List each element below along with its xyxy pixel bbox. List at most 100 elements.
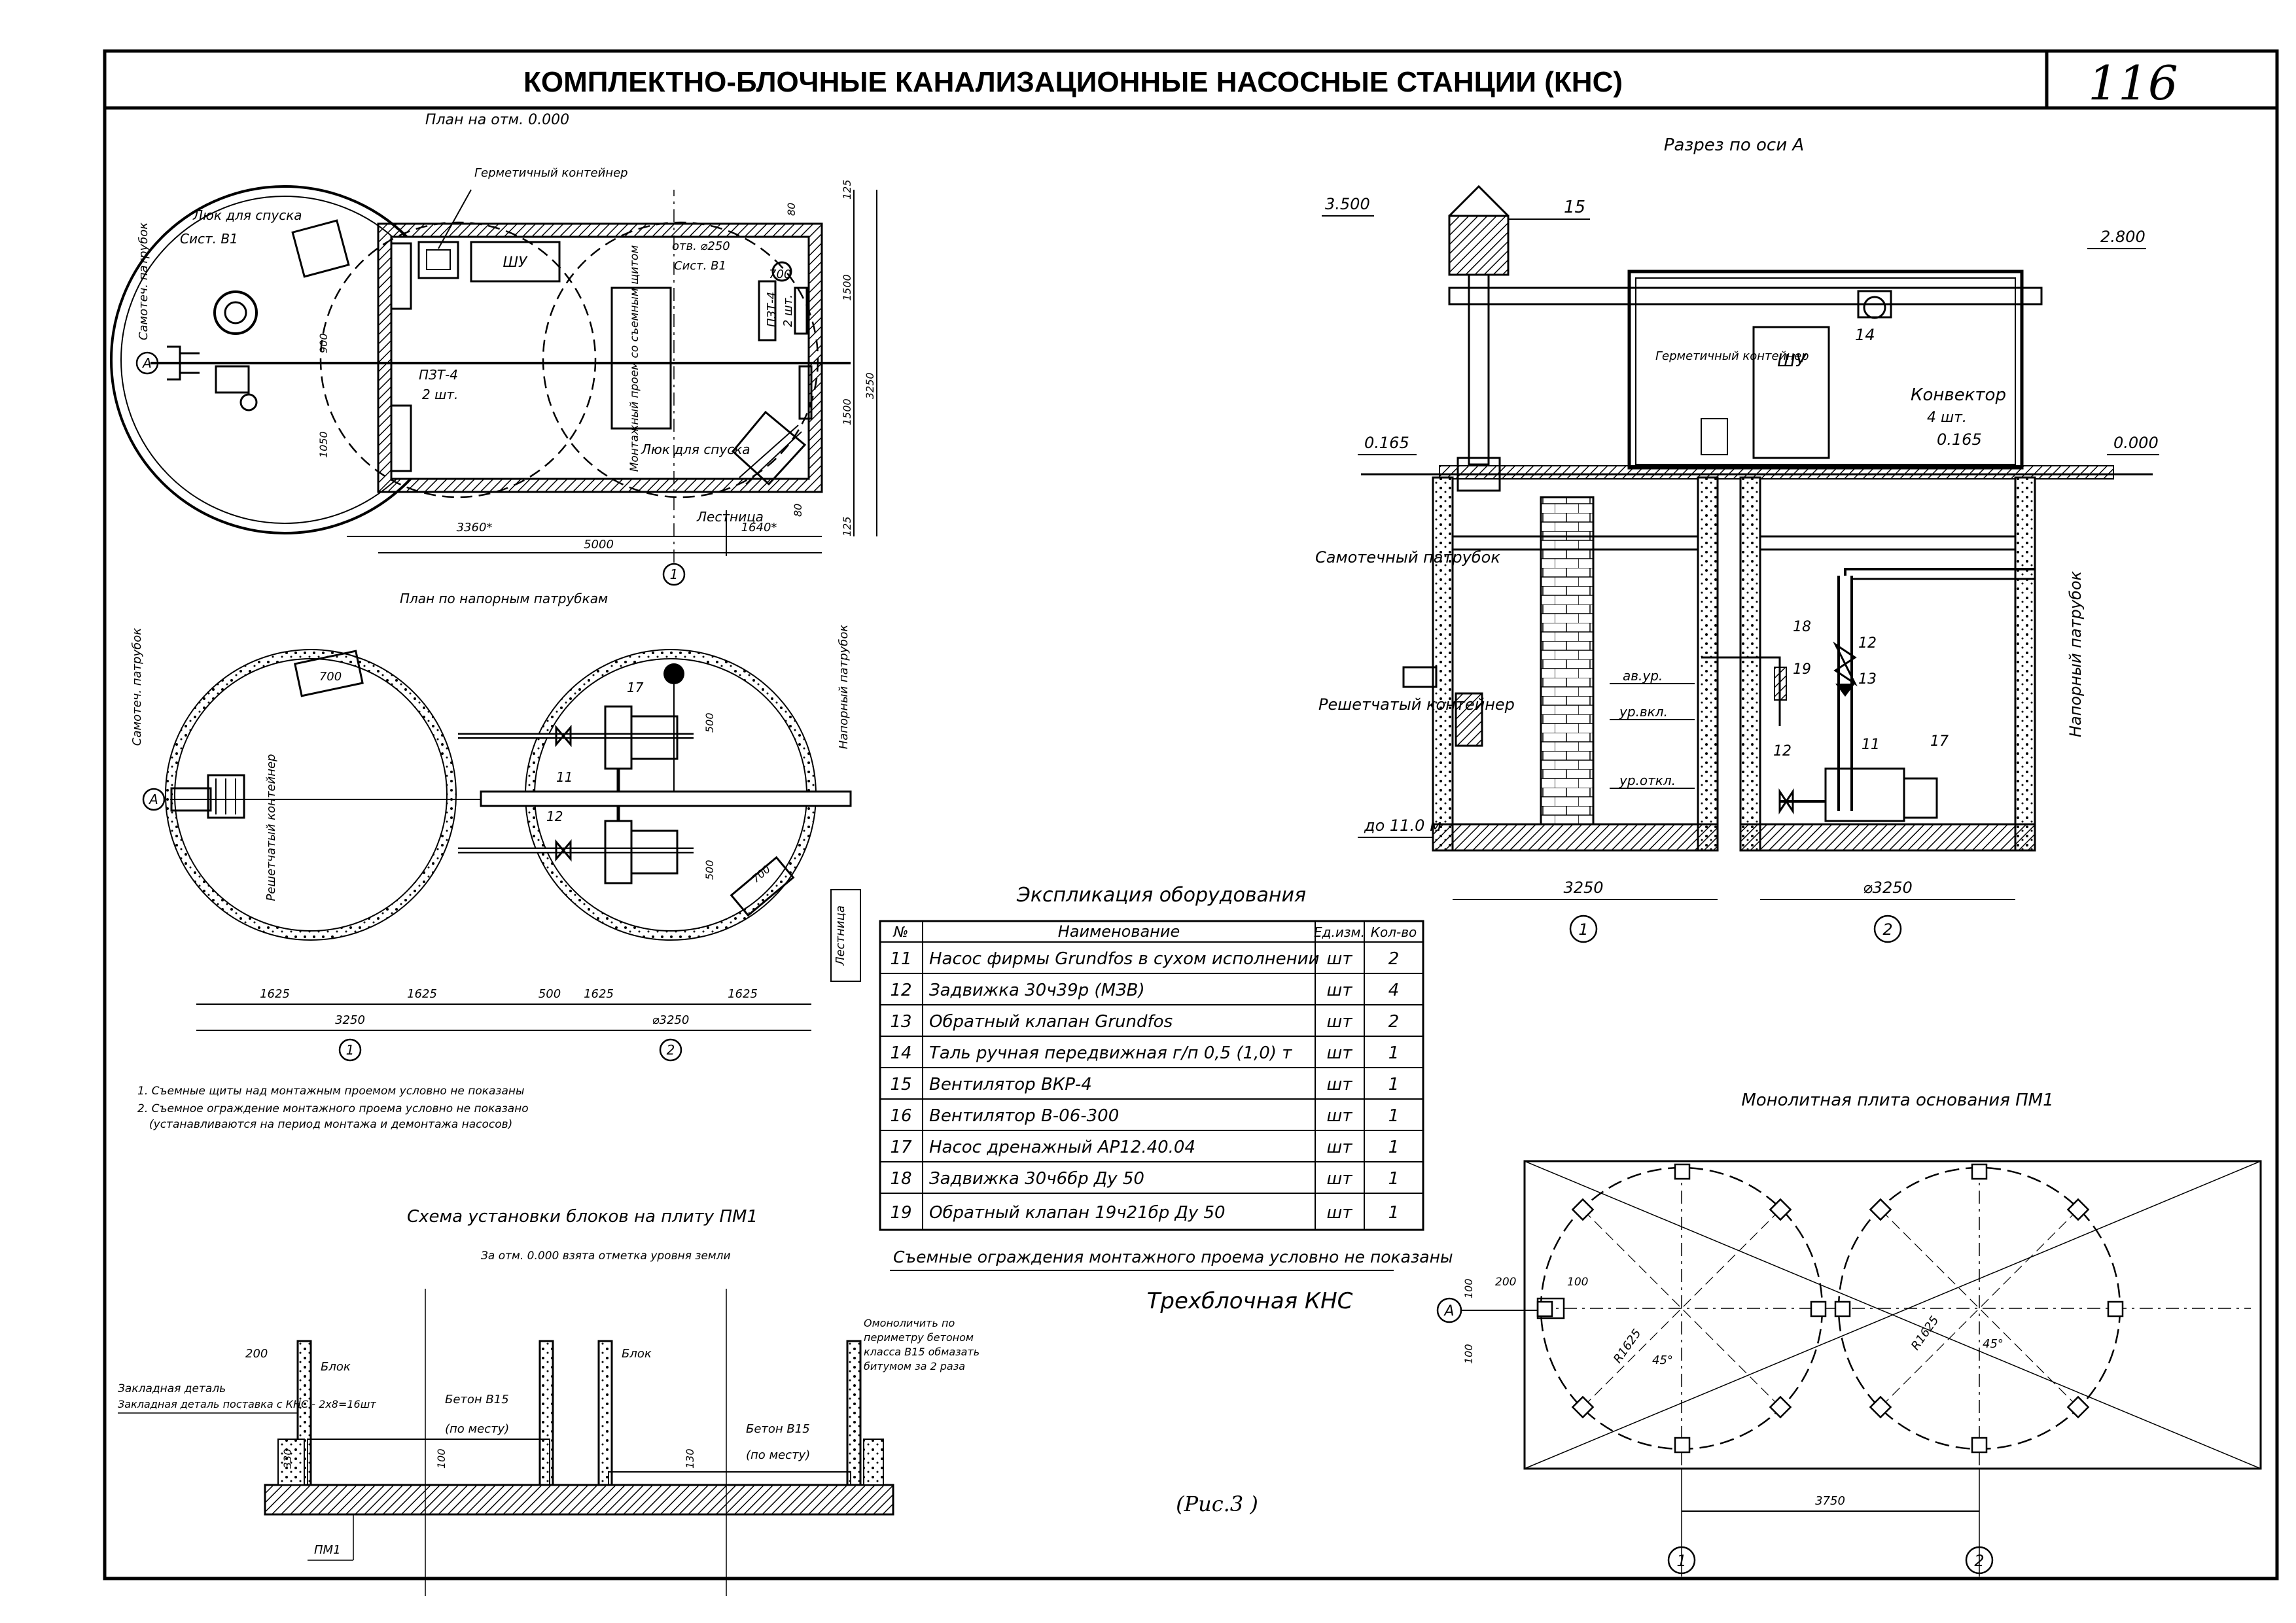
screen-label-pipes: Решетчатый контейнер <box>264 754 278 901</box>
row-no: 18 <box>890 1169 911 1189</box>
dim-700-top: 700 <box>769 268 791 281</box>
gravity-pipe-label-pipes: Самотеч. патрубок <box>130 628 144 746</box>
row-unit: шт <box>1327 1012 1353 1032</box>
waterproof-label-2: периметру бетоном <box>864 1331 974 1344</box>
elev-3500: 3.500 <box>1325 195 1370 213</box>
item-12-callout: 12 <box>546 809 563 824</box>
anchor-plates-1 <box>1536 1163 1827 1454</box>
axis-2-label-section: 2 <box>1882 920 1892 939</box>
off-level: ур.откл. <box>1619 773 1676 788</box>
block-2-wall-left <box>597 1340 613 1486</box>
beton-2-label: Бетон В15 <box>746 1422 810 1436</box>
shaft-2-section <box>1739 476 1761 852</box>
screen-container <box>207 774 245 819</box>
table-row: 14 Таль ручная передвижная г/п 0,5 (1,0)… <box>890 1043 1399 1063</box>
table-row: 15 Вентилятор ВКР-4 шт 1 <box>890 1075 1399 1094</box>
elev-0165-left: 0.165 <box>1364 434 1409 452</box>
axis-a-label: А <box>141 355 152 371</box>
dim-3250-section: 3250 <box>1563 879 1603 897</box>
control-cabinet-box <box>470 241 561 283</box>
sealed-container-box <box>417 241 459 279</box>
dim-100-base-b: 100 <box>1462 1278 1475 1299</box>
dim-1500-top: 1500 <box>841 274 853 301</box>
block-1-label: Блок <box>321 1360 351 1374</box>
gravity-pipe-label: Самотеч. патрубок <box>137 222 150 340</box>
item-11-section: 11 <box>1862 737 1880 753</box>
dim-1050: 1050 <box>317 431 330 458</box>
dim-125-bottom: 125 <box>841 516 853 536</box>
dim-100-base-c: 100 <box>1462 1344 1475 1364</box>
dim-700-left: 700 <box>319 670 342 684</box>
control-cabinet-label: ШУ <box>503 254 529 271</box>
embed-label: Закладная деталь поставка с КНС - 2х8=16… <box>118 1398 376 1410</box>
axis-1-label-base: 1 <box>1676 1552 1686 1570</box>
dim-100-scheme: 100 <box>435 1448 448 1469</box>
dim-1625-c: 1625 <box>584 987 614 1001</box>
dim-500-bottom: 500 <box>703 860 716 880</box>
dim-700-right: 700 <box>749 863 773 885</box>
plate-pm1 <box>264 1484 894 1516</box>
table-row: 18 Задвижка 30ч6бр Ду 50 шт 1 <box>890 1169 1399 1189</box>
container-label-section: Герметичный контейнер <box>1655 349 1809 363</box>
row-no: 12 <box>890 981 911 1000</box>
dim-3250-dia-section: ⌀3250 <box>1863 879 1913 897</box>
row-no: 11 <box>890 949 911 969</box>
row-unit: шт <box>1327 1043 1353 1063</box>
pressure-pipe-label-pipes: Напорный патрубок <box>837 625 851 750</box>
row-no: 14 <box>890 1043 911 1063</box>
axis-a-label-base: А <box>1443 1303 1454 1319</box>
row-name: Обратный клапан Grundfos <box>929 1012 1173 1032</box>
dim-3750-base: 3750 <box>1815 1494 1845 1508</box>
mount-opening <box>610 287 672 430</box>
shaft-1-pipes <box>166 650 456 940</box>
hatch-1 <box>291 219 350 278</box>
table-header-name: Наименование <box>1058 922 1180 941</box>
item-12a-section: 12 <box>1858 635 1877 652</box>
table-row: 12 Задвижка 30ч39р (МЗВ) шт 4 <box>890 981 1399 1000</box>
beton-1-label: Бетон В15 <box>445 1393 509 1406</box>
gravity-inlet-flange <box>213 290 258 335</box>
dim-3250-dia-pipes: ⌀3250 <box>652 1013 690 1027</box>
row-qty: 1 <box>1388 1138 1400 1157</box>
row-name: Задвижка 30ч6бр Ду 50 <box>929 1169 1144 1189</box>
convector-label: Конвектор <box>1911 385 2006 405</box>
drain-pump-17 <box>663 663 684 684</box>
dim-200-base: 200 <box>1495 1276 1516 1289</box>
row-unit: шт <box>1327 1075 1353 1094</box>
container-label: Герметичный контейнер <box>474 166 628 180</box>
mount-opening-label: Монтажный проем со съемным щитом <box>628 245 641 472</box>
row-name: Вентилятор В-06-300 <box>929 1106 1119 1126</box>
row-qty: 1 <box>1388 1169 1400 1189</box>
item-19-section: 19 <box>1793 661 1811 678</box>
row-qty: 2 <box>1388 949 1400 969</box>
beton-2-sub: (по месту) <box>746 1448 810 1462</box>
row-qty: 2 <box>1388 1012 1400 1032</box>
dim-3250-vertical: 3250 <box>864 372 876 399</box>
dim-125-top: 125 <box>841 179 853 200</box>
base-plate-outline <box>1523 1160 2262 1470</box>
dim-100-base-a: 100 <box>1567 1276 1588 1289</box>
row-qty: 4 <box>1388 981 1400 1000</box>
table-caption: Трехблочная КНС <box>1147 1288 1353 1314</box>
section-a: Разрез по оси А <box>1315 135 2159 943</box>
dim-1500-bottom: 1500 <box>841 398 853 425</box>
pzt-2-label: ПЗТ-4 <box>765 292 779 327</box>
table-row: 19 Обратный клапан 19ч21бр Ду 50 шт 1 <box>890 1203 1399 1223</box>
ventilator-15 <box>1448 215 1510 276</box>
row-unit: шт <box>1327 1203 1353 1223</box>
table-header-no: № <box>893 924 909 941</box>
dim-1625-d: 1625 <box>728 987 758 1001</box>
axis-1-label-pipes: 1 <box>346 1042 355 1058</box>
axis-2-marker-section <box>1873 915 1902 943</box>
equipment-table: Экспликация оборудования № Наименование … <box>879 884 1453 1314</box>
axis-a-marker-pipes <box>142 788 166 811</box>
axis-1-label-section: 1 <box>1578 920 1588 939</box>
dim-500-top: 500 <box>703 712 716 733</box>
shaft-1-section <box>1432 476 1454 852</box>
dim-3360: 3360* <box>457 521 493 534</box>
axis-2-marker-pipes <box>659 1038 682 1062</box>
row-no: 17 <box>890 1138 912 1157</box>
plan-top-title: План на отм. 0.000 <box>425 112 569 128</box>
elev-2800: 2.800 <box>2100 228 2146 246</box>
opening-250-label: отв. ⌀250 <box>672 239 730 253</box>
